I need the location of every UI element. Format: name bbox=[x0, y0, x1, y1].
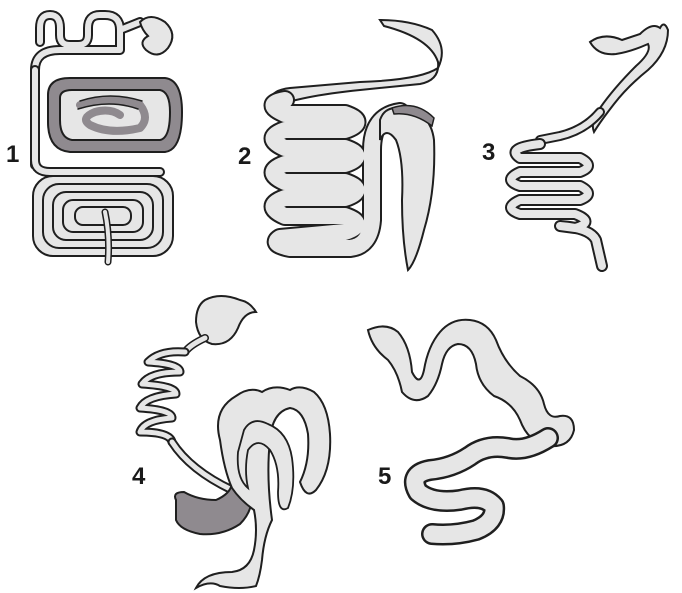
panel-1-highlight-spiral bbox=[48, 78, 182, 152]
panel-2-label: 2 bbox=[238, 143, 251, 170]
panel-2: 2 bbox=[238, 20, 442, 270]
panel-3-serpentine bbox=[511, 144, 602, 266]
panel-1-bulb bbox=[140, 17, 172, 55]
panel-5-top-blob bbox=[368, 320, 574, 446]
panel-2-bulb bbox=[270, 20, 442, 108]
panel-4-label: 4 bbox=[132, 463, 146, 490]
panel-1-label: 1 bbox=[6, 141, 19, 168]
panel-2-right-limb bbox=[380, 108, 434, 270]
panel-5-serpentine bbox=[415, 438, 548, 535]
panel-5-label: 5 bbox=[378, 463, 391, 490]
panel-4: 4 bbox=[132, 296, 330, 588]
panel-5: 5 bbox=[368, 320, 574, 535]
panel-1: 1 bbox=[6, 15, 182, 262]
panel-3: 3 bbox=[482, 24, 668, 266]
panel-4-large-loop bbox=[196, 387, 330, 588]
panel-3-label: 3 bbox=[482, 139, 495, 166]
panel-1-lower-coil bbox=[33, 176, 173, 262]
